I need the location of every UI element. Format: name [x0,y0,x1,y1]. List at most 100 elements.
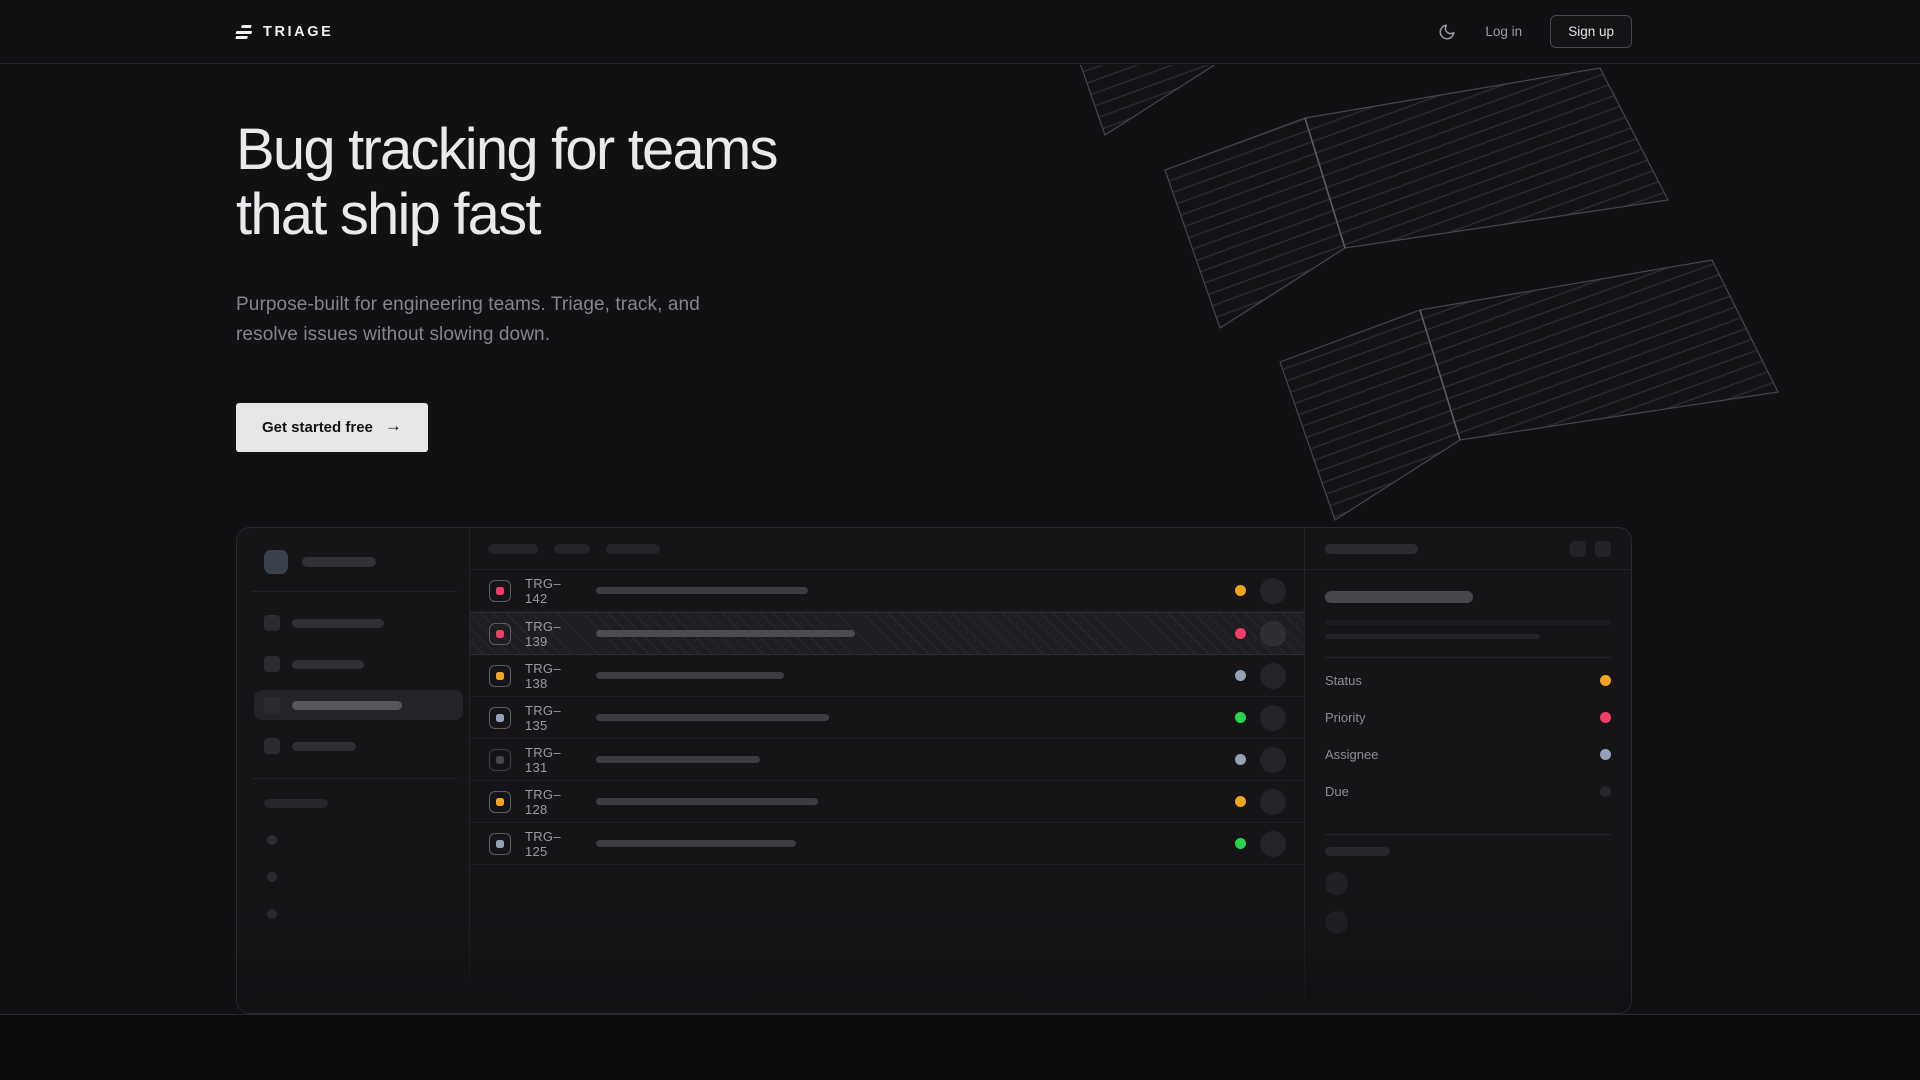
assignee-avatar [1260,662,1286,689]
footer-band [0,1014,1920,1080]
status-dot [1235,796,1246,807]
brand-logo[interactable]: TRIAGE [234,24,333,40]
status-dot [1235,838,1246,849]
issue-id: TRG–125 [525,828,561,859]
sidebar-item-skeleton-selected [254,690,463,720]
issue-title-placeholder [596,587,808,594]
arrow-right-icon: → [384,416,402,436]
sidebar-item-icon [264,656,280,672]
divider [1325,657,1611,658]
activity-section-label-placeholder [1325,847,1390,856]
detail-field-row: Status [1325,662,1611,699]
issue-type-icon [489,790,511,813]
list-tab-placeholder [606,543,660,554]
assignee-avatar [1260,746,1286,773]
sidebar-item-skeleton [254,608,463,638]
field-label: Assignee [1325,747,1379,762]
detail-field-row: Assignee [1325,736,1611,773]
sidebar-dot-placeholder [267,909,277,919]
triage-logo-icon [234,24,253,39]
list-tab-placeholder [554,543,590,554]
issue-title-placeholder [596,798,818,805]
issue-row: TRG–138 [470,655,1304,697]
activity-avatar-placeholder [1325,872,1348,895]
theme-toggle-button[interactable] [1437,22,1457,42]
issue-id: TRG–128 [525,786,561,817]
divider [252,591,457,592]
get-started-button[interactable]: Get started free → [236,402,428,452]
detail-panel-header [1305,528,1631,570]
mockup-detail-panel: Status Priority Assignee Due [1305,528,1631,1013]
sidebar-item-icon [264,697,280,713]
description-line-placeholder [1325,634,1540,639]
field-label: Priority [1325,710,1366,725]
activity-avatar-placeholder [1325,911,1348,934]
issue-type-icon [489,832,511,855]
workspace-avatar [264,550,288,574]
signup-button[interactable]: Sign up [1550,15,1632,48]
issue-id: TRG–131 [525,744,561,775]
sidebar-item-icon [264,615,280,631]
issue-title-placeholder [596,714,829,721]
issue-row: TRG–142 [470,570,1304,612]
moon-icon [1439,24,1455,39]
status-dot [1235,585,1246,596]
issue-type-icon [489,706,511,729]
issue-row: TRG–131 [470,739,1304,781]
field-value-dot [1600,786,1611,797]
issue-type-icon [489,579,511,602]
issue-type-icon [489,748,511,771]
mockup-issue-list: TRG–142 TRG–139 TRG–138 TRG–135 TRG–131 [470,528,1305,1013]
divider [252,778,457,779]
app-mockup: TRG–142 TRG–139 TRG–138 TRG–135 TRG–131 [236,527,1632,1014]
assignee-avatar [1260,788,1286,815]
assignee-avatar [1260,620,1286,647]
issue-type-icon [489,664,511,687]
sidebar-item-label-placeholder [292,700,402,710]
assignee-avatar [1260,577,1286,604]
detail-title-placeholder [1325,543,1418,554]
issue-row: TRG–125 [470,823,1304,865]
issue-row: TRG–139 [470,612,1304,655]
workspace-switcher-skeleton [264,550,453,574]
issue-title-placeholder [596,672,784,679]
status-dot [1235,754,1246,765]
sidebar-item-skeleton [254,649,463,679]
hero-title-line2: that ship fast [236,181,541,247]
assignee-avatar [1260,704,1286,731]
field-label: Status [1325,673,1362,688]
detail-field-row: Due [1325,773,1611,810]
issue-title-placeholder [596,840,796,847]
sidebar-item-label-placeholder [292,659,364,669]
panel-action-icon [1595,540,1611,557]
issue-row: TRG–135 [470,697,1304,739]
issue-id: TRG–139 [525,618,561,649]
sidebar-dot-placeholder [267,872,277,882]
workspace-name-placeholder [302,557,376,567]
field-value-dot [1600,712,1611,723]
divider [1325,834,1611,835]
detail-field-row: Priority [1325,699,1611,736]
hero-section: Bug tracking for teams that ship fast Pu… [236,117,996,452]
assignee-avatar [1260,830,1286,857]
hero-title: Bug tracking for teams that ship fast [236,117,996,248]
wireframe-ribbons-decoration [1079,65,1779,521]
sidebar-section-label-placeholder [264,799,328,808]
status-dot [1235,628,1246,639]
list-tab-placeholder [488,543,538,554]
issue-title-placeholder [1325,591,1473,603]
issue-type-icon [489,622,511,645]
panel-action-icon [1570,540,1586,557]
sidebar-item-skeleton [254,731,463,761]
status-dot [1235,670,1246,681]
field-value-dot [1600,749,1611,760]
sidebar-item-icon [264,738,280,754]
get-started-label: Get started free [262,418,373,436]
issue-list-header [470,528,1304,570]
login-button[interactable]: Log in [1485,24,1523,39]
hero-title-line1: Bug tracking for teams [236,117,778,182]
status-dot [1235,712,1246,723]
field-label: Due [1325,784,1349,799]
hero-subtitle: Purpose-built for engineering teams. Tri… [236,293,700,345]
